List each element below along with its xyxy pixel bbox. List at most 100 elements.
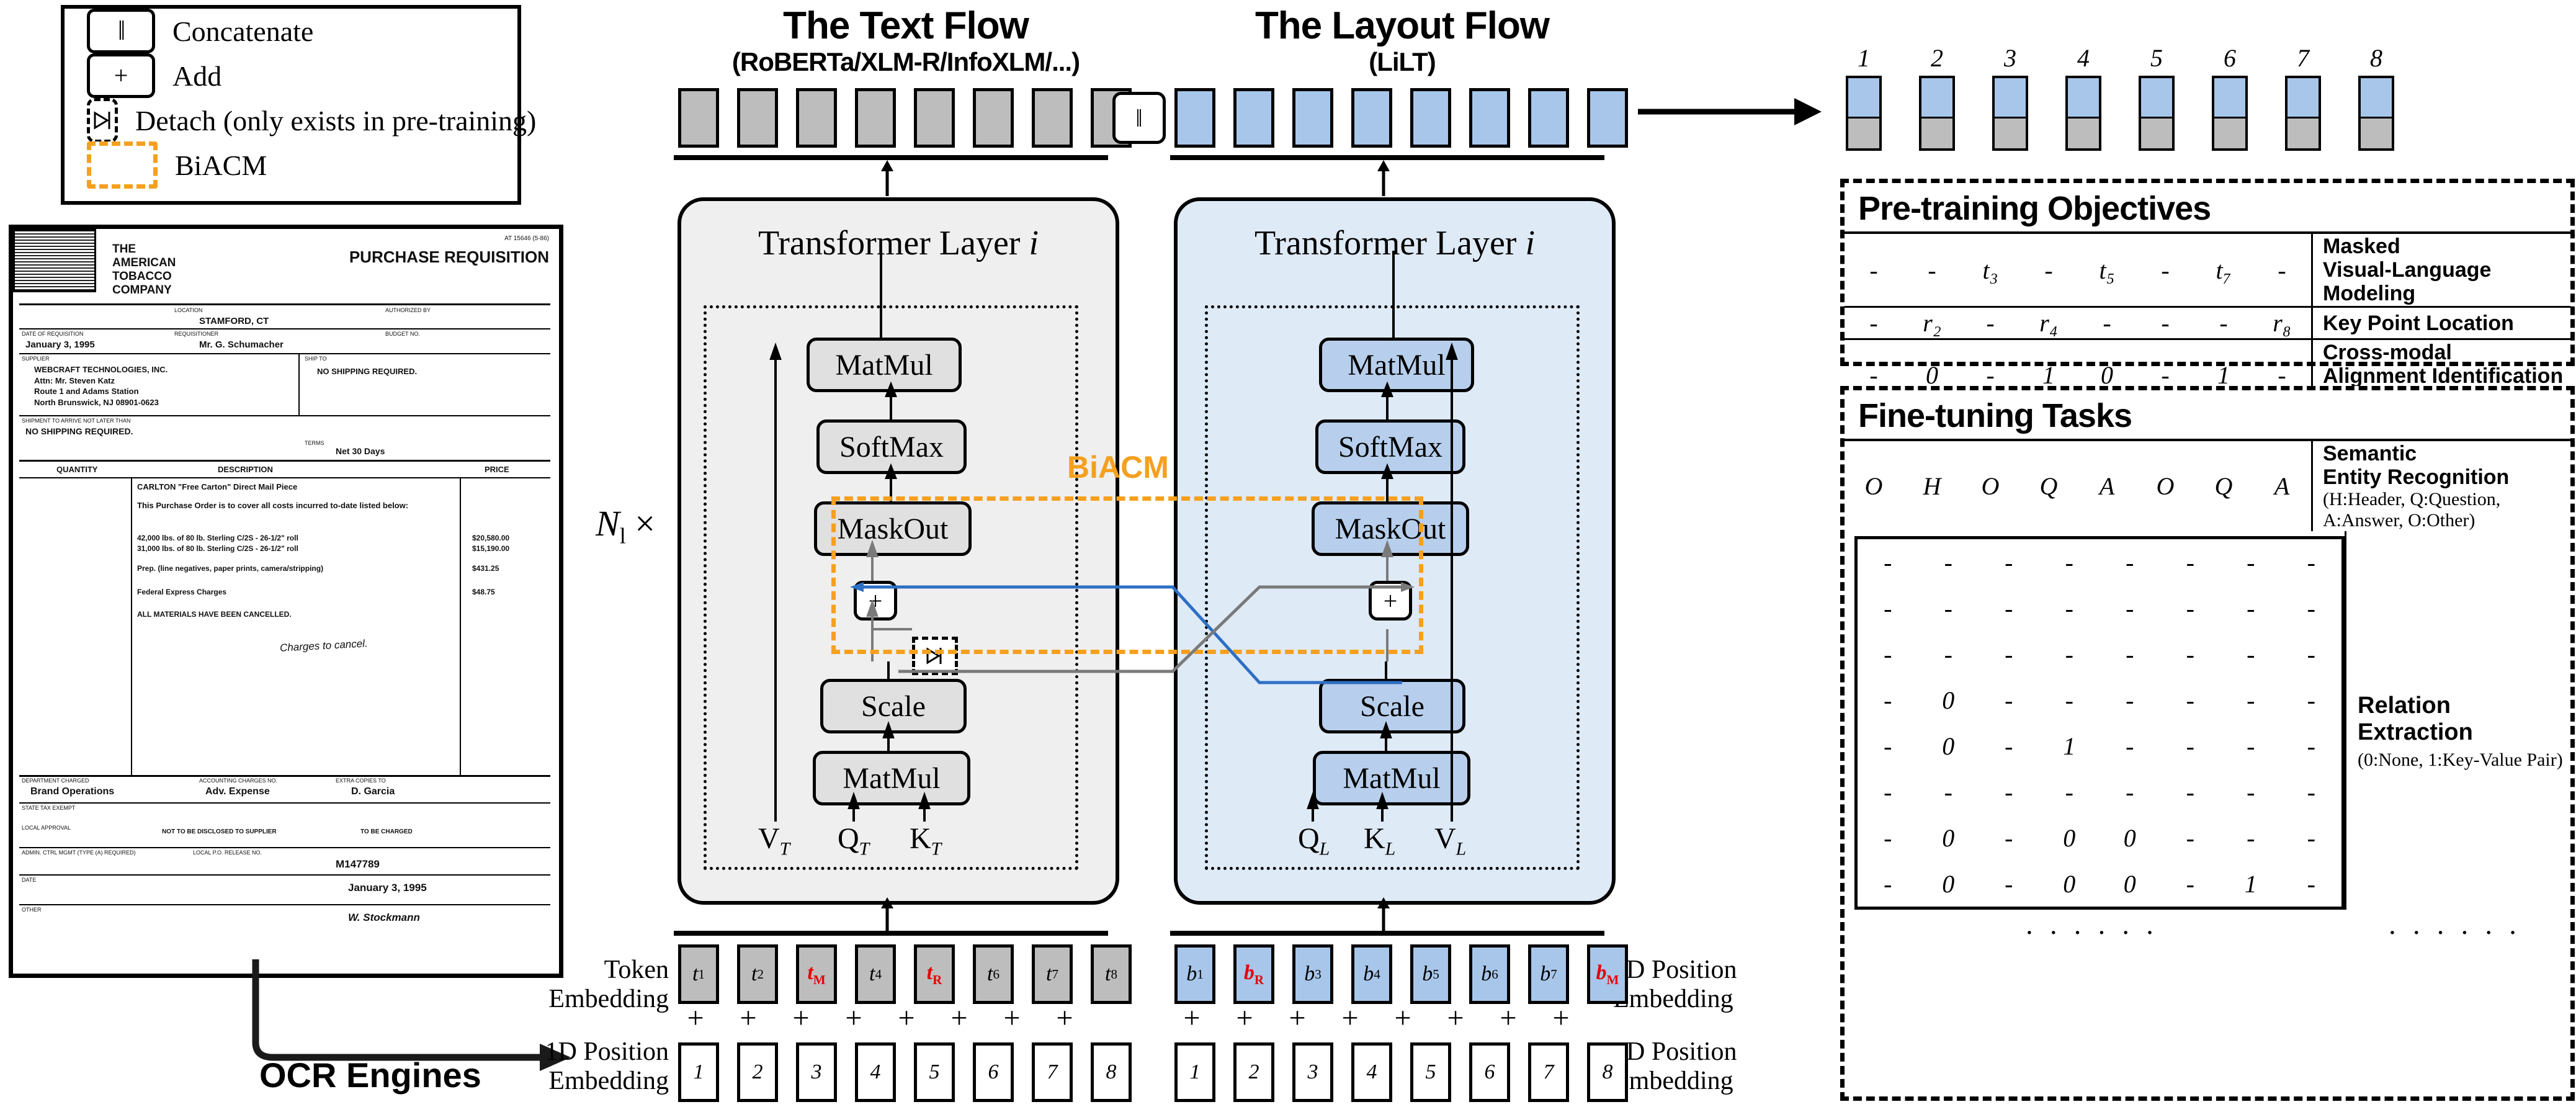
output-bar-number: 2 xyxy=(1931,44,1943,72)
doc-col-description: DESCRIPTION xyxy=(218,465,273,474)
layout-token-cell: bM xyxy=(1587,944,1628,1004)
output-bar-layout-part xyxy=(2065,76,2101,117)
layout-token-cell: bR xyxy=(1233,944,1274,1004)
text-position-cell: 4 xyxy=(855,1042,896,1102)
output-bar-layout-part xyxy=(2212,76,2248,117)
text-flow-subtitle: (RoBERTa/XLM-R/InfoXLM/...) xyxy=(731,47,1080,76)
layer-repeat-label: Nl × xyxy=(596,503,655,549)
doc-field-label: SHIPMENT TO ARRIVE NOT LATER THAN xyxy=(22,418,131,424)
layout-matmul-top: MatMul xyxy=(1319,338,1474,392)
text-position-cell: 5 xyxy=(914,1042,955,1102)
doc-divider xyxy=(19,775,550,777)
layout-position-cell: 2 xyxy=(1233,1042,1274,1102)
pretraining-objective-name: Key Point Location xyxy=(2311,306,2570,339)
add-icon: + xyxy=(87,53,155,98)
layout-embed-busbar xyxy=(1170,931,1604,936)
re-cell: - xyxy=(2005,778,2013,806)
re-cell: - xyxy=(2247,778,2255,806)
doc-row-price: $48.75 xyxy=(472,588,495,596)
doc-row-desc: This Purchase Order is to cover all cost… xyxy=(137,501,409,510)
text-hidden-state-cell xyxy=(1032,88,1073,148)
text-plus-row: ++++++++ xyxy=(678,1001,1100,1034)
legend-item-biacm: BiACM xyxy=(87,141,517,189)
layout-hidden-state-cell xyxy=(1292,88,1333,148)
re-cell: 0 xyxy=(1942,869,1955,898)
document-image: THE AMERICAN TOBACCO COMPANY AT 15646 (5… xyxy=(9,225,563,978)
doc-footer-label: STATE TAX EXEMPT xyxy=(22,805,76,811)
biacm-label: BiACM xyxy=(1067,450,1169,485)
text-transformer-panel: Transformer Layer i MatMul SoftMax MaskO… xyxy=(678,197,1119,905)
ellipsis-right: · · · · · · xyxy=(2387,917,2521,949)
doc-field-label: REQUISITIONER xyxy=(174,331,219,337)
doc-col-quantity: QUANTITY xyxy=(56,465,98,474)
re-cell: - xyxy=(2247,640,2255,668)
doc-footer-value: Brand Operations xyxy=(30,786,115,797)
pretraining-cell: - xyxy=(1845,306,1903,339)
doc-divider xyxy=(19,874,550,876)
doc-footer-label: ADMIN. CTRL MGMT (TYPE (A) REQUIRED) xyxy=(22,849,136,856)
relation-extraction-note: (0:None, 1:Key-Value Pair) xyxy=(2358,750,2563,771)
biacm-icon xyxy=(87,141,158,189)
re-cell: 0 xyxy=(2123,823,2136,852)
layout-position-cell: 6 xyxy=(1469,1042,1510,1102)
layout-matmul-bottom: MatMul xyxy=(1313,751,1470,805)
text-flow-title: The Text Flow xyxy=(783,4,1029,47)
output-bar-text-part xyxy=(2285,117,2321,151)
re-row: -0-1---- xyxy=(1858,723,2341,769)
doc-row-desc: 42,000 lbs. of 80 lb. Sterling C/2S - 26… xyxy=(137,534,298,553)
text-layer-label: Transformer Layer i xyxy=(758,224,1039,262)
text-token-cell: tM xyxy=(796,944,837,1004)
re-cell: - xyxy=(2065,548,2073,576)
layout-input-k: KL xyxy=(1364,822,1396,859)
relation-extraction-matrix: -------------------------0-------0-1----… xyxy=(1858,539,2341,907)
layout-position-cell: 4 xyxy=(1351,1042,1392,1102)
text-position-cell: 8 xyxy=(1091,1042,1132,1102)
text-position-cell: 3 xyxy=(796,1042,837,1102)
doc-row-price: $20,580.00 $15,190.00 xyxy=(472,534,510,553)
re-cell: - xyxy=(1944,778,1952,806)
output-bar-number: 8 xyxy=(2370,44,2382,72)
layout-add-sign: + xyxy=(1500,1001,1517,1034)
text-softmax: SoftMax xyxy=(816,419,967,474)
re-cell: - xyxy=(2186,778,2194,806)
pretraining-cell: - xyxy=(2136,231,2194,307)
layout-hidden-state-cell xyxy=(1233,88,1274,148)
ocr-arrow xyxy=(252,959,571,1071)
layout-plus-row: ++++++++ xyxy=(1174,1001,1596,1034)
text-input-v: VT xyxy=(758,822,790,859)
doc-footer-label: TO BE CHARGED xyxy=(360,828,413,835)
doc-footer-value: M147789 xyxy=(336,858,380,870)
re-cell: - xyxy=(1944,548,1952,576)
doc-footer-label: NOT TO BE DISCLOSED TO SUPPLIER xyxy=(162,828,277,835)
re-cell: 0 xyxy=(1942,686,1955,714)
text-add-sign: + xyxy=(950,1001,968,1034)
text-maskout: MaskOut xyxy=(814,501,972,556)
layout-add-sign: + xyxy=(1341,1001,1359,1034)
output-bar-number: 3 xyxy=(2004,44,2016,72)
layout-add-sign: + xyxy=(1394,1001,1411,1034)
doc-divider xyxy=(19,460,550,462)
layout-add-sign: + xyxy=(1183,1001,1201,1034)
legend-item-detach: Detach (only exists in pre-training) xyxy=(87,98,536,143)
text-hidden-state-cell xyxy=(796,88,837,148)
doc-field-label: LOCATION xyxy=(174,307,203,313)
pretraining-cell: r₈ xyxy=(2253,306,2312,339)
pretraining-cell: - xyxy=(2253,231,2312,307)
pretraining-cell: - xyxy=(1961,306,2019,339)
re-cell: - xyxy=(1944,640,1952,668)
re-row: -------- xyxy=(1858,769,2341,815)
layout-hidden-state-cell xyxy=(1410,88,1451,148)
output-bar-number: 1 xyxy=(1858,44,1870,72)
layout-flow-busbar xyxy=(1170,155,1604,160)
doc-footer-label: LOCAL P.O. RELEASE NO. xyxy=(193,849,262,856)
